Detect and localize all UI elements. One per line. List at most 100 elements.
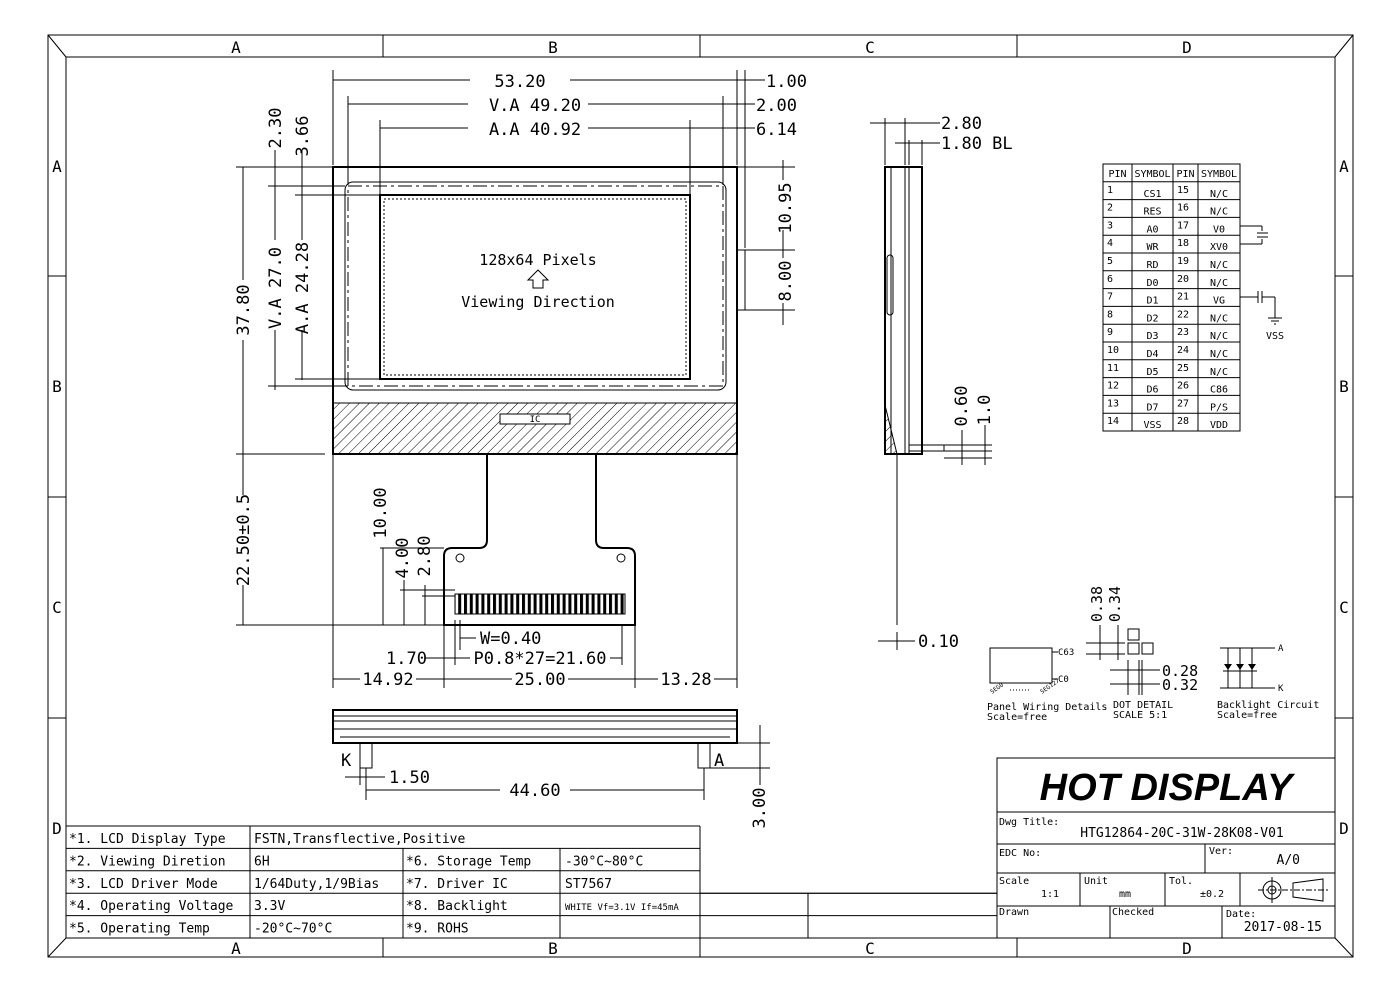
dim-fpc-width: 25.00 <box>514 670 565 690</box>
spec-label: *6. Storage Temp <box>406 854 531 869</box>
zone-col-b-top: B <box>548 38 558 57</box>
spec-value: FSTN,Transflective,Positive <box>254 832 465 847</box>
spec-label: *8. Backlight <box>406 899 508 914</box>
pin-number: 10 <box>1107 345 1119 356</box>
bottom-k-label: K <box>341 751 352 771</box>
bottom-dim-2: 44.60 <box>509 781 560 801</box>
bottom-view: K A 1.50 44.60 3.00 <box>332 709 770 828</box>
seg0-label: SEG0 <box>989 681 1005 695</box>
viewing-direction-arrow-icon <box>526 269 550 289</box>
com0-label: C0 <box>1058 675 1069 685</box>
tol-label: Tol. <box>1169 876 1193 887</box>
dim-fpc-2: 4.00 <box>393 538 413 579</box>
zone-row-d-left: D <box>52 819 62 838</box>
active-area <box>379 194 691 380</box>
dim-fpc-3: 2.80 <box>415 536 435 577</box>
pin-number: 25 <box>1177 363 1189 374</box>
seg127-label: SEG127 <box>1039 677 1061 695</box>
backlight-scale: Scale=free <box>1217 710 1277 721</box>
zone-row-b-left: B <box>52 377 62 396</box>
pin-symbol: D0 <box>1146 278 1158 289</box>
screen-text-direction: Viewing Direction <box>461 293 615 311</box>
viewing-area <box>347 185 724 387</box>
pin-symbol: WR <box>1146 242 1159 253</box>
panel-wiring-scale: Scale=free <box>987 712 1047 723</box>
dim-pin-width: W=0.40 <box>480 629 541 649</box>
company-name: HOT DISPLAY <box>1040 767 1296 809</box>
date-value: 2017-08-15 <box>1244 920 1322 935</box>
side-view: 2.80 1.80 BL 0.60 1.0 0.10 <box>870 114 1013 652</box>
dim-tab-2: 8.00 <box>776 261 796 302</box>
pin-number: 26 <box>1177 381 1189 392</box>
pin-symbol: VG <box>1213 296 1225 307</box>
backlight-title: Backlight Circuit <box>1217 700 1319 711</box>
pin-number: 12 <box>1107 381 1119 392</box>
zone-row-a-left: A <box>52 157 62 176</box>
zone-col-d-bottom: D <box>1182 939 1192 958</box>
pin-symbol: D4 <box>1146 349 1158 360</box>
pin-symbol: N/C <box>1210 207 1228 218</box>
pin-symbol: RD <box>1146 260 1158 271</box>
a-pin <box>697 742 711 769</box>
front-view-dimensions: 53.20 1.00 V.A 49.20 2.00 A.A 40.92 6.14… <box>232 70 807 690</box>
dim-right-2: 2.00 <box>756 96 797 116</box>
pin-number: 15 <box>1177 185 1189 196</box>
side-dim-4: 1.0 <box>975 395 995 426</box>
pin-number: 2 <box>1107 203 1113 214</box>
spec-value: 1/64Duty,1/9Bias <box>254 877 379 892</box>
pin-symbol: D7 <box>1146 402 1158 413</box>
spec-label: *3. LCD Driver Mode <box>69 877 218 892</box>
pin-symbol: N/C <box>1210 260 1228 271</box>
drawn-label: Drawn <box>999 907 1029 918</box>
spec-value: 6H <box>254 854 270 869</box>
spec-label: *9. ROHS <box>406 922 469 937</box>
dim-fpc-1: 10.00 <box>371 487 391 538</box>
ic-area <box>332 402 738 455</box>
pin-number: 11 <box>1107 363 1119 374</box>
spec-label: *4. Operating Voltage <box>69 899 234 914</box>
dot-detail-title: DOT DETAIL <box>1113 700 1173 711</box>
pin-number: 18 <box>1177 238 1189 249</box>
front-view: IC 128x64 Pixels Viewing Direction <box>332 166 746 626</box>
pin-symbol: P/S <box>1210 402 1228 413</box>
dwg-title: HTG12864-20C-31W-28K08-V01 <box>1080 826 1284 841</box>
fpc-outline <box>443 454 636 626</box>
k-pin <box>359 742 373 769</box>
pin-symbol: VDD <box>1210 420 1228 431</box>
pin-number: 1 <box>1107 185 1113 196</box>
backlight-circuit: A K Backlight Circuit Scale=free <box>1217 644 1319 721</box>
dim-va-width: V.A 49.20 <box>489 96 581 116</box>
screen-text-pixels: 128x64 Pixels <box>479 251 596 269</box>
dot-detail: 0.38 0.34 0.28 0.32 DOT DETAIL SCALE 5:1 <box>1086 586 1198 721</box>
checked-label: Checked <box>1112 907 1154 918</box>
spec-label: *5. Operating Temp <box>69 922 210 937</box>
pin-symbol: D2 <box>1146 313 1158 324</box>
pin-number: 28 <box>1177 416 1189 427</box>
pin-number: 17 <box>1177 220 1189 231</box>
spec-value: ST7567 <box>565 877 612 892</box>
dot-detail-scale: SCALE 5:1 <box>1113 710 1167 721</box>
pin-number: 8 <box>1107 309 1113 320</box>
zone-row-d-right: D <box>1339 819 1349 838</box>
pin-number: 27 <box>1177 398 1189 409</box>
backlight-a-label: A <box>1278 644 1284 654</box>
version: A/0 <box>1277 853 1300 868</box>
dim-right-1: 1.00 <box>766 72 807 92</box>
dot-dim-2: 0.34 <box>1106 586 1124 622</box>
dim-aa-width: A.A 40.92 <box>489 120 581 140</box>
date-label: Date: <box>1226 909 1256 920</box>
zone-row-c-right: C <box>1339 598 1349 617</box>
spec-value: -30°C~80°C <box>565 854 643 869</box>
panel-wiring-detail: C63 C0 SEG0 SEG127 Panel Wiring Details … <box>987 647 1107 723</box>
pin-number: 16 <box>1177 203 1189 214</box>
pin-number: 21 <box>1177 292 1189 303</box>
panel-wiring-title: Panel Wiring Details <box>987 702 1107 713</box>
pin-symbol: N/C <box>1210 278 1228 289</box>
vss-label: VSS <box>1266 331 1284 342</box>
scale-label: Scale <box>999 876 1029 887</box>
zone-row-b-right: B <box>1339 377 1349 396</box>
ic-label: IC <box>530 415 541 425</box>
